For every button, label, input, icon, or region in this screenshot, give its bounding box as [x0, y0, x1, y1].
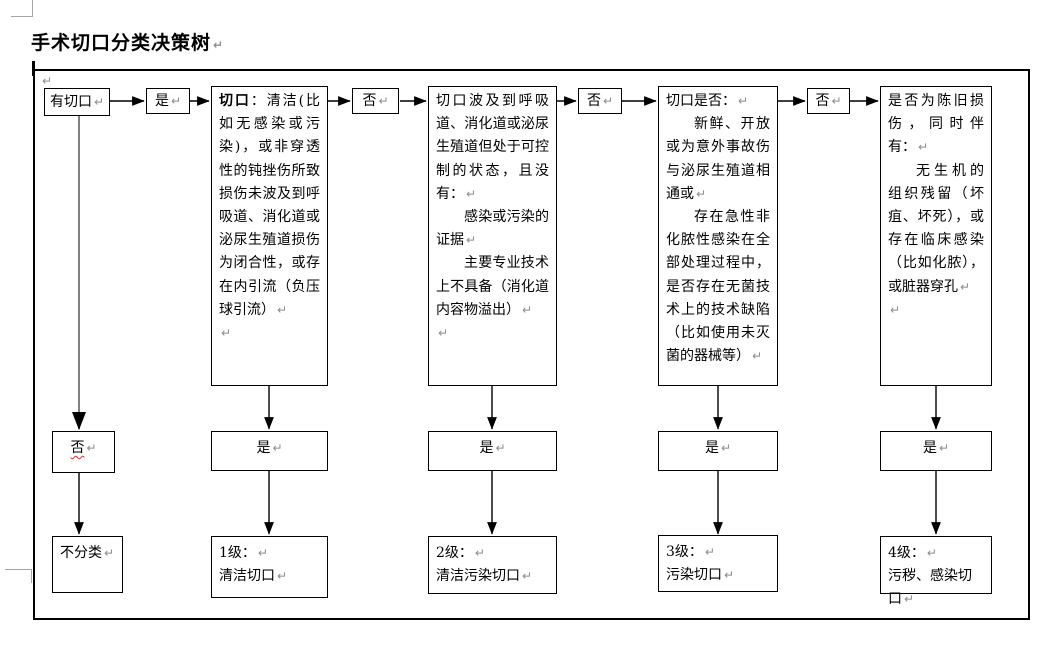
node-label: 是 — [704, 440, 719, 456]
paragraph-mark-icon: ↵ — [696, 186, 707, 201]
node-label: 是 — [256, 440, 271, 456]
result-unclassified[interactable]: 不分类↵ — [52, 536, 123, 593]
criteria-box-dirty-infected[interactable]: 是否为陈旧损伤，同时伴有：↵ 无生机的组织残留（坏疽、坏死），或存在临床感染（比… — [880, 86, 992, 386]
paragraph: 新鲜、开放或为意外事故伤与泌尿生殖道相通或↵ — [666, 116, 770, 202]
result-level-3[interactable]: 3级：↵ 污染切口↵ — [658, 535, 778, 592]
node-label: 是 — [154, 92, 169, 109]
paragraph: 存在急性非化脓性感染在全部处理过程中，是否存在无菌技术上的技术缺陷（比如使用未灭… — [666, 209, 770, 365]
node-no-2[interactable]: 否↵ — [578, 88, 622, 114]
paragraph-mark-icon: ↵ — [466, 186, 477, 201]
result-line: 1级：↵ — [219, 545, 268, 561]
criteria-box-clean-contaminated[interactable]: 切口波及到呼吸道、消化道或泌尿生殖道但处于可控制的状态，且没有：↵ 感染或污染的… — [428, 86, 557, 386]
result-line: 清洁污染切口↵ — [436, 568, 533, 584]
paragraph: 切口：清洁(比如无感染或污染)，或非穿透性的钝挫伤所致损伤未波及到呼吸道、消化道… — [219, 93, 320, 318]
paragraph-mark-icon: ↵ — [522, 302, 533, 317]
paragraph-mark-icon: ↵ — [257, 546, 268, 560]
node-yes-2[interactable]: 是↵ — [428, 431, 557, 471]
result-line: 清洁切口↵ — [219, 568, 288, 584]
result-level-2[interactable]: 2级：↵ 清洁污染切口↵ — [428, 536, 557, 594]
node-label: 有切口 — [49, 93, 92, 110]
node-label: 否 — [815, 92, 830, 109]
paragraph: 是否为陈旧损伤，同时伴有：↵ — [888, 93, 984, 156]
paragraph-mark-icon: ↵ — [42, 74, 53, 88]
paragraph: 无生机的组织残留（坏疽、坏死），或存在临床感染（比如化脓），或脏器穿孔↵ — [888, 162, 984, 295]
paragraph-mark-icon: ↵ — [272, 441, 283, 455]
paragraph: 主要专业技术上不具备（消化道内容物溢出）↵ — [436, 255, 549, 318]
paragraph-mark-icon: ↵ — [522, 569, 533, 583]
paragraph-lead-bold: 切口 — [219, 93, 251, 109]
result-line: 4级：↵ — [888, 545, 937, 561]
paragraph-mark-icon: ↵ — [104, 546, 115, 560]
node-no-3[interactable]: 否↵ — [807, 88, 850, 114]
node-yes-1[interactable]: 是↵ — [211, 431, 328, 471]
paragraph-mark-icon: ↵ — [170, 93, 182, 108]
node-no-start[interactable]: 否↵ — [52, 431, 115, 473]
node-yes-3[interactable]: 是↵ — [658, 431, 778, 471]
paragraph-mark-icon: ↵ — [86, 441, 97, 455]
node-no-1[interactable]: 否↵ — [352, 88, 399, 114]
node-yes-4[interactable]: 是↵ — [880, 431, 992, 471]
result-line: 污染切口↵ — [666, 567, 735, 583]
criteria-box-contaminated[interactable]: 切口是否：↵ 新鲜、开放或为意外事故伤与泌尿生殖道相通或↵ 存在急性非化脓性感染… — [658, 86, 778, 386]
paragraph-mark-icon: ↵ — [831, 93, 842, 108]
paragraph-mark-icon: ↵ — [474, 546, 485, 560]
paragraph-mark-icon: ↵ — [277, 302, 288, 317]
margin-mark-top-left-icon — [11, 0, 33, 17]
paragraph-mark-icon: ↵ — [277, 569, 288, 583]
paragraph-mark-icon: ↵ — [724, 568, 735, 582]
paragraph: 切口波及到呼吸道、消化道或泌尿生殖道但处于可控制的状态，且没有：↵ — [436, 93, 549, 202]
paragraph-mark-icon: ↵ — [93, 94, 105, 109]
node-yes-top[interactable]: 是↵ — [146, 88, 190, 114]
empty-paragraph: ↵ — [219, 322, 320, 345]
node-label: 否 — [586, 92, 601, 109]
paragraph-mark-icon: ↵ — [904, 592, 915, 606]
paragraph-mark-icon: ↵ — [221, 326, 232, 341]
node-label: 是 — [922, 440, 937, 456]
paragraph-mark-icon: ↵ — [938, 441, 950, 455]
paragraph-mark-icon: ↵ — [378, 93, 389, 108]
result-line: 3级：↵ — [666, 544, 715, 560]
node-label: 否 — [70, 440, 85, 456]
paragraph-mark-icon: ↵ — [704, 545, 715, 559]
empty-paragraph: ↵ — [436, 322, 549, 345]
node-label: 是 — [479, 440, 494, 456]
result-line: 不分类↵ — [60, 545, 115, 561]
paragraph-mark-icon: ↵ — [495, 441, 506, 455]
paragraph-mark-icon: ↵ — [738, 94, 749, 108]
page-title: 手术切口分类决策树↵ — [31, 28, 224, 55]
node-label: 否 — [362, 92, 377, 109]
paragraph-mark-icon: ↵ — [602, 93, 614, 108]
paragraph: 切口是否：↵ — [666, 93, 749, 109]
paragraph-mark-icon: ↵ — [926, 546, 937, 560]
result-level-4[interactable]: 4级：↵ 污秽、感染切口↵ — [880, 536, 992, 607]
empty-paragraph: ↵ — [888, 299, 984, 322]
page-title-text: 手术切口分类决策树 — [31, 32, 212, 54]
result-line: 2级：↵ — [436, 545, 485, 561]
margin-mark-bottom-left-icon — [5, 569, 32, 583]
paragraph-mark-icon: ↵ — [960, 279, 971, 294]
text-cursor — [32, 61, 35, 76]
paragraph-mark-icon: ↵ — [438, 326, 449, 341]
paragraph: 感染或污染的证据↵ — [436, 209, 549, 249]
result-level-1[interactable]: 1级：↵ 清洁切口↵ — [211, 536, 328, 598]
paragraph-mark-icon: ↵ — [466, 233, 477, 248]
criteria-box-clean[interactable]: 切口：清洁(比如无感染或污染)，或非穿透性的钝挫伤所致损伤未波及到呼吸道、消化道… — [211, 86, 328, 386]
paragraph-mark-icon: ↵ — [213, 38, 225, 52]
paragraph-mark-icon: ↵ — [752, 349, 763, 364]
paragraph-mark-icon: ↵ — [918, 140, 929, 155]
node-has-incision[interactable]: 有切口↵ — [44, 88, 110, 116]
result-line: 污秽、感染切口↵ — [888, 568, 972, 607]
paragraph-mark-icon: ↵ — [890, 302, 901, 317]
paragraph-mark-icon: ↵ — [720, 441, 732, 455]
